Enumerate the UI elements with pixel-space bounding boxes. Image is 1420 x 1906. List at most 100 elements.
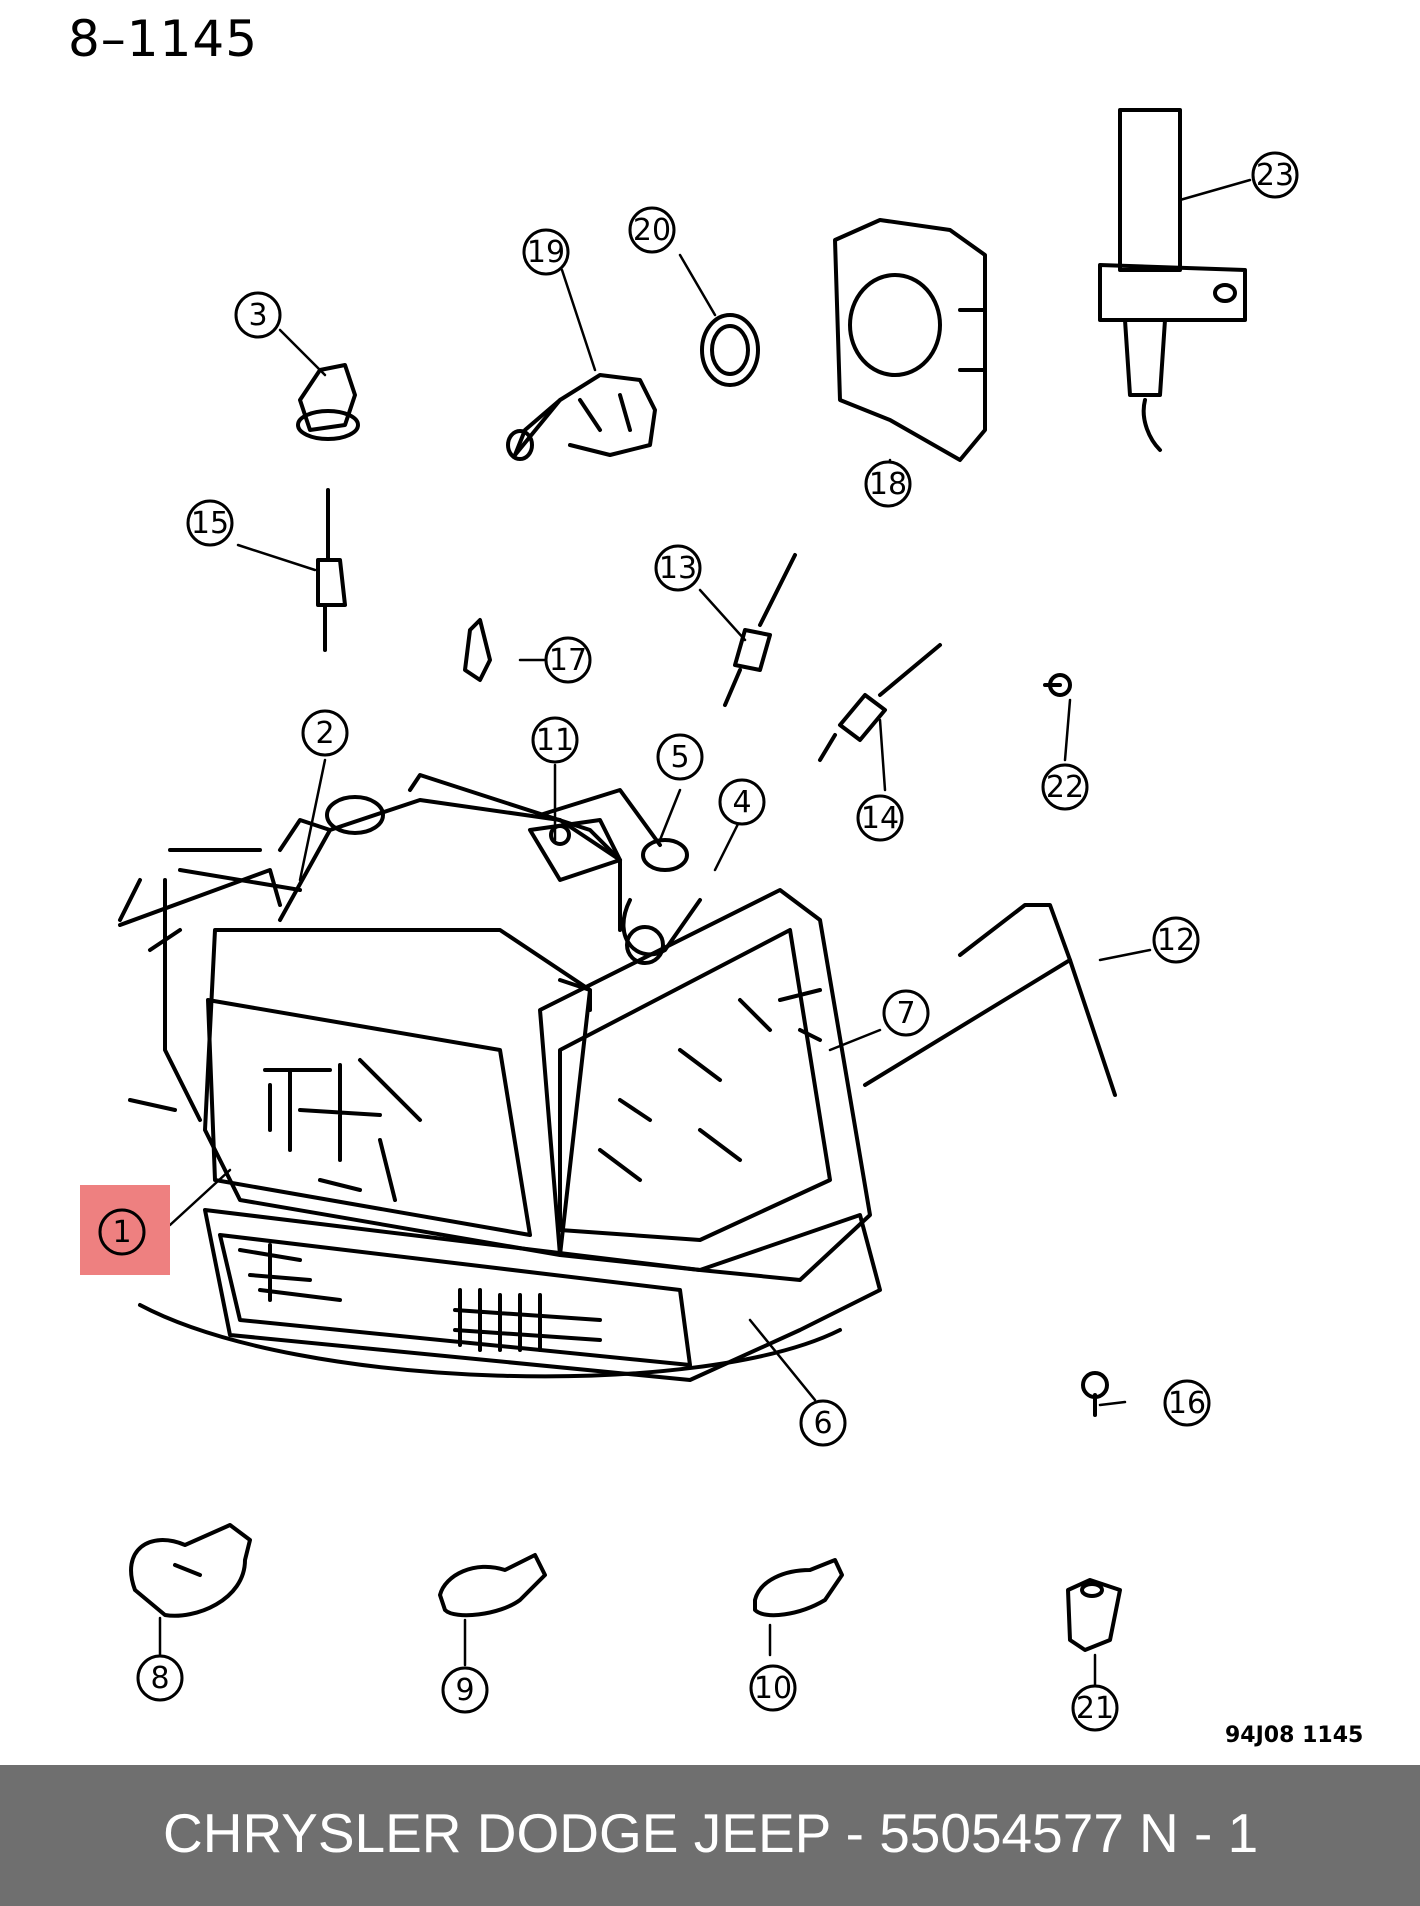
callout-13: 13	[654, 544, 702, 592]
callout-label: 17	[549, 643, 587, 678]
socket-lead-14	[818, 643, 942, 762]
sensor-mount	[1098, 108, 1247, 452]
callout-18: 18	[864, 460, 912, 508]
callout-circle	[1071, 1684, 1119, 1732]
highlight-box-item-1	[80, 1185, 170, 1275]
callout-label: 13	[659, 551, 697, 586]
callout-label: 7	[896, 996, 915, 1031]
footer-bar: CHRYSLER DODGE JEEP - 55054577 N - 1	[0, 1765, 1420, 1906]
bulb-8	[129, 1523, 252, 1618]
callout-label: 20	[633, 213, 671, 248]
socket-3	[296, 363, 360, 441]
callout-label: 18	[869, 467, 907, 502]
callout-circle	[136, 1654, 184, 1702]
callout-circle	[749, 1664, 797, 1712]
housing-adjusters	[325, 795, 702, 965]
callout-label: 3	[248, 298, 267, 333]
callout-circle	[544, 636, 592, 684]
vehicle-body-outline	[118, 848, 842, 1379]
socket-lead-13	[723, 553, 797, 707]
callout-2: 2	[301, 709, 349, 757]
screw-16	[1081, 1371, 1109, 1417]
bulb-10	[753, 1558, 844, 1618]
callout-22: 22	[1041, 763, 1089, 811]
seal-boot	[833, 218, 987, 462]
callout-circle	[718, 778, 766, 826]
bulb-9	[438, 1553, 547, 1618]
leader-lines	[158, 178, 1252, 1692]
callout-label: 6	[813, 1406, 832, 1441]
callout-circle	[1251, 151, 1299, 199]
screw-22	[1043, 673, 1072, 697]
callout-label: 8	[150, 1661, 169, 1696]
callout-15: 15	[186, 499, 234, 547]
callout-label: 21	[1076, 1691, 1114, 1726]
headlamp-housing	[278, 773, 662, 1012]
callout-label: 9	[455, 1673, 474, 1708]
callout-9: 9	[441, 1666, 489, 1714]
callout-circle	[856, 794, 904, 842]
callout-circle	[98, 1208, 146, 1256]
drawing-reference: 94J08 1145	[1225, 1723, 1363, 1748]
callout-label: 16	[1168, 1386, 1206, 1421]
callout-label: 10	[754, 1671, 792, 1706]
callout-3: 3	[234, 291, 282, 339]
callout-circle	[1152, 916, 1200, 964]
callout-4: 4	[718, 778, 766, 826]
callout-17: 17	[544, 636, 592, 684]
callout-label: 22	[1046, 770, 1084, 805]
callout-circle	[522, 228, 570, 276]
callout-circle	[1163, 1379, 1211, 1427]
callout-label: 4	[732, 785, 751, 820]
headlamp-lens	[203, 928, 592, 1257]
callout-label: 23	[1256, 158, 1294, 193]
page-code: 8–1145	[68, 10, 259, 68]
callout-label: 12	[1157, 923, 1195, 958]
callout-23: 23	[1251, 151, 1299, 199]
side-marker-lamp	[538, 888, 872, 1282]
hose-12	[863, 903, 1117, 1097]
callout-6: 6	[799, 1399, 847, 1447]
callout-circle	[799, 1399, 847, 1447]
callout-11: 11	[531, 716, 579, 764]
callout-21: 21	[1071, 1684, 1119, 1732]
callout-10: 10	[749, 1664, 797, 1712]
callout-label: 14	[861, 801, 899, 836]
socket-lead-15	[316, 488, 347, 652]
clip-nut-21	[1066, 1578, 1122, 1652]
footer-title: CHRYSLER DODGE JEEP - 55054577	[163, 1802, 1124, 1864]
callout-label: 15	[191, 506, 229, 541]
callout-label: 2	[315, 716, 334, 751]
callout-8: 8	[136, 1654, 184, 1702]
callout-label: 5	[670, 740, 689, 775]
callout-circle	[301, 709, 349, 757]
callout-circle	[654, 544, 702, 592]
callout-circle	[186, 499, 234, 547]
callout-label: 1	[112, 1215, 131, 1250]
callout-circle	[628, 206, 676, 254]
callout-14: 14	[856, 794, 904, 842]
halogen-bulb	[506, 373, 657, 461]
callout-7: 7	[882, 989, 930, 1037]
callout-circle	[234, 291, 282, 339]
callout-circle	[441, 1666, 489, 1714]
callout-label: 19	[527, 235, 565, 270]
callout-16: 16	[1163, 1379, 1211, 1427]
callout-label: 11	[536, 723, 574, 758]
retaining-ring	[700, 313, 760, 387]
callout-circle	[656, 733, 704, 781]
callout-1: 1	[98, 1208, 146, 1256]
callout-5: 5	[656, 733, 704, 781]
callout-19: 19	[522, 228, 570, 276]
callout-circle	[1041, 763, 1089, 811]
clip-17	[463, 618, 492, 682]
callout-20: 20	[628, 206, 676, 254]
park-turn-lamp-lens	[203, 1208, 882, 1382]
callout-circle	[882, 989, 930, 1037]
callout-circle	[864, 460, 912, 508]
footer-page-number: N - 1	[1139, 1802, 1259, 1864]
callout-circle	[531, 716, 579, 764]
callout-12: 12	[1152, 916, 1200, 964]
